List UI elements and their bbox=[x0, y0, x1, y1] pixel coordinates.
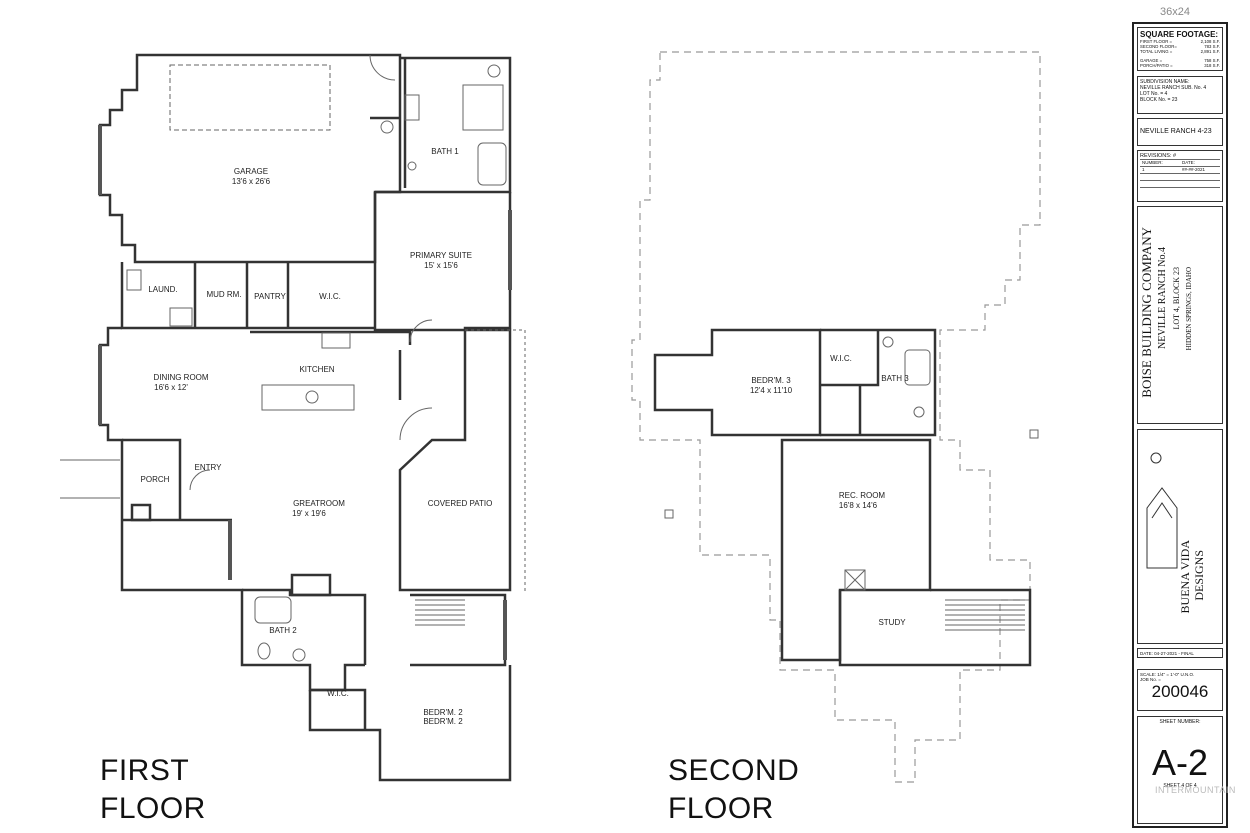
primary-suite-dimensions: 15' x 15'6 bbox=[424, 261, 458, 270]
patio-walls bbox=[398, 328, 512, 592]
covered-patio-label: COVERED PATIO bbox=[428, 499, 493, 508]
kitchen-label: KITCHEN bbox=[299, 365, 334, 374]
job-number: 200046 bbox=[1151, 682, 1209, 701]
designer-name-line2: DESIGNS bbox=[1192, 550, 1206, 601]
subdivision-name: NEVILLE RANCH SUB. No. 4 bbox=[1140, 85, 1207, 91]
mud-room-label: MUD RM. bbox=[206, 290, 241, 299]
second-floor-title: SECOND FLOOR bbox=[668, 752, 799, 828]
revision-date: ##-##-2021 bbox=[1180, 166, 1220, 173]
porch-posts bbox=[130, 503, 152, 522]
second-floor-title-line1: SECOND bbox=[668, 754, 800, 787]
rec-room-walls bbox=[780, 438, 932, 662]
primary-suite-label: PRIMARY SUITE bbox=[410, 251, 472, 260]
company-name: BOISE BUILDING COMPANY bbox=[1139, 227, 1154, 398]
garage-dimensions: 13'6 x 26'6 bbox=[232, 177, 271, 186]
sqft-row: TOTAL LIVING =2,891 S.F. bbox=[1140, 49, 1220, 54]
rec-room-label: REC. ROOM bbox=[839, 491, 886, 500]
square-footage-title: SQUARE FOOTAGE: bbox=[1140, 30, 1219, 39]
subdivision-title: SUBDIVISION NAME: bbox=[1140, 79, 1190, 85]
sqft-row: FIRST FLOOR =2,108 S.F. bbox=[1140, 39, 1220, 44]
revision-date-header: DATE: bbox=[1180, 159, 1220, 166]
garage-walls bbox=[98, 53, 402, 264]
sheet-number-box: SHEET NUMBER: A-2 SHEET 4 OF 4 bbox=[1137, 716, 1223, 824]
wic1-label: W.I.C. bbox=[319, 292, 341, 301]
watermark: INTERMOUNTAIN bbox=[1155, 785, 1236, 795]
greatroom-dimensions: 19' x 19'6 bbox=[292, 509, 326, 518]
date-box: DATE: 04-27-2021 - FINAL bbox=[1137, 648, 1223, 658]
wic-bath3-walls bbox=[820, 328, 937, 437]
company-location: HIDDEN SPRINGS, IDAHO bbox=[1185, 267, 1193, 351]
bedroom3-label: BEDR'M. 3 bbox=[751, 376, 791, 385]
wic2-walls bbox=[310, 688, 367, 730]
dining-room-label: DINING ROOM bbox=[153, 373, 208, 382]
sqft-row: PORCH/PATIO =318 S.F. bbox=[1140, 63, 1220, 68]
bath1-divider bbox=[370, 58, 407, 188]
job-box: SCALE: 1/4" = 1'-0" U.N.O. JOB No. = 200… bbox=[1137, 669, 1223, 711]
porch-walls bbox=[122, 438, 232, 522]
bath2-label: BATH 2 bbox=[269, 626, 297, 635]
designer-box: BUENA VIDA DESIGNS bbox=[1137, 429, 1223, 644]
roof-outline bbox=[631, 51, 1041, 783]
revisions-title: REVISIONS: # bbox=[1140, 153, 1177, 159]
garage-label: GARAGE bbox=[234, 167, 268, 176]
fireplace bbox=[290, 573, 332, 597]
study-label: STUDY bbox=[878, 618, 906, 627]
bath1-walls bbox=[375, 56, 512, 194]
entry-label: ENTRY bbox=[195, 463, 223, 472]
company-project: NEVILLE RANCH No.4 bbox=[1157, 247, 1168, 349]
bedroom2-label-repeat: BEDR'M. 2 bbox=[423, 717, 463, 726]
rec-room-dimensions: 16'8 x 14'6 bbox=[839, 501, 878, 510]
floor-plans-drawing: GARAGE 13'6 x 26'6 BATH 1 PRIMARY SUITE … bbox=[60, 51, 1041, 783]
revisions-box: REVISIONS: # NUMBER: DATE: 1 ##-##-2021 bbox=[1137, 150, 1223, 202]
scale-note: SCALE: 1/4" = 1'-0" U.N.O. bbox=[1140, 672, 1195, 677]
sqft-row: SECOND FLOOR=783 S.F. bbox=[1140, 44, 1220, 49]
sheet-size-label: 36x24 bbox=[1160, 6, 1190, 18]
first-floor-title-line1: FIRST bbox=[100, 754, 190, 787]
laundry-label: LAUND. bbox=[148, 285, 177, 294]
block-number: BLOCK No. = 23 bbox=[1140, 97, 1178, 103]
sheet-of: SHEET 4 OF 4 bbox=[1163, 783, 1197, 789]
bath3-label: BATH 3 bbox=[881, 374, 909, 383]
square-footage-box: SQUARE FOOTAGE: FIRST FLOOR =2,108 S.F. … bbox=[1137, 27, 1223, 71]
revisions-table: NUMBER: DATE: 1 ##-##-2021 bbox=[1140, 159, 1220, 194]
bedroom3-dimensions: 12'4 x 11'10 bbox=[750, 386, 793, 395]
wic2-label: W.I.C. bbox=[327, 689, 349, 698]
bath2-walls bbox=[242, 588, 367, 665]
company-box: BOISE BUILDING COMPANY NEVILLE RANCH No.… bbox=[1137, 206, 1223, 424]
greatroom-label: GREATROOM bbox=[293, 499, 345, 508]
revision-number-header: NUMBER: bbox=[1140, 159, 1180, 166]
house-logo-icon bbox=[1146, 452, 1178, 569]
bedroom2-walls bbox=[308, 665, 512, 782]
first-floor-title: FIRST FLOOR bbox=[100, 752, 206, 828]
project-name: NEVILLE RANCH 4-23 bbox=[1137, 118, 1223, 146]
pantry-label: PANTRY bbox=[254, 292, 286, 301]
dining-room-dimensions: 16'6 x 12' bbox=[154, 383, 188, 392]
bath1-label: BATH 1 bbox=[431, 147, 459, 156]
second-floor-title-line2: FLOOR bbox=[668, 792, 774, 825]
bedroom3-walls bbox=[653, 328, 822, 437]
title-block: SQUARE FOOTAGE: FIRST FLOOR =2,108 S.F. … bbox=[1132, 22, 1228, 828]
wic3-label: W.I.C. bbox=[830, 354, 852, 363]
subdivision-box: SUBDIVISION NAME: NEVILLE RANCH SUB. No.… bbox=[1137, 76, 1223, 114]
company-lot: LOT 4, BLOCK 23 bbox=[1172, 267, 1181, 330]
job-number-label: JOB No. = bbox=[1140, 677, 1161, 682]
lot-number: LOT No. = 4 bbox=[1140, 91, 1168, 97]
study-stair-walls bbox=[838, 588, 1032, 667]
designer-name: BUENA VIDA bbox=[1178, 540, 1192, 614]
revision-number: 1 bbox=[1140, 166, 1180, 173]
sqft-row: GARAGE =758 S.F. bbox=[1140, 58, 1220, 63]
sheet-number-label: SHEET NUMBER: bbox=[1159, 719, 1201, 725]
bedroom2-label: BEDR'M. 2 bbox=[423, 708, 463, 717]
first-floor-title-line2: FLOOR bbox=[100, 792, 206, 825]
sheet-number: A-2 bbox=[1151, 742, 1209, 783]
porch-label: PORCH bbox=[141, 475, 170, 484]
